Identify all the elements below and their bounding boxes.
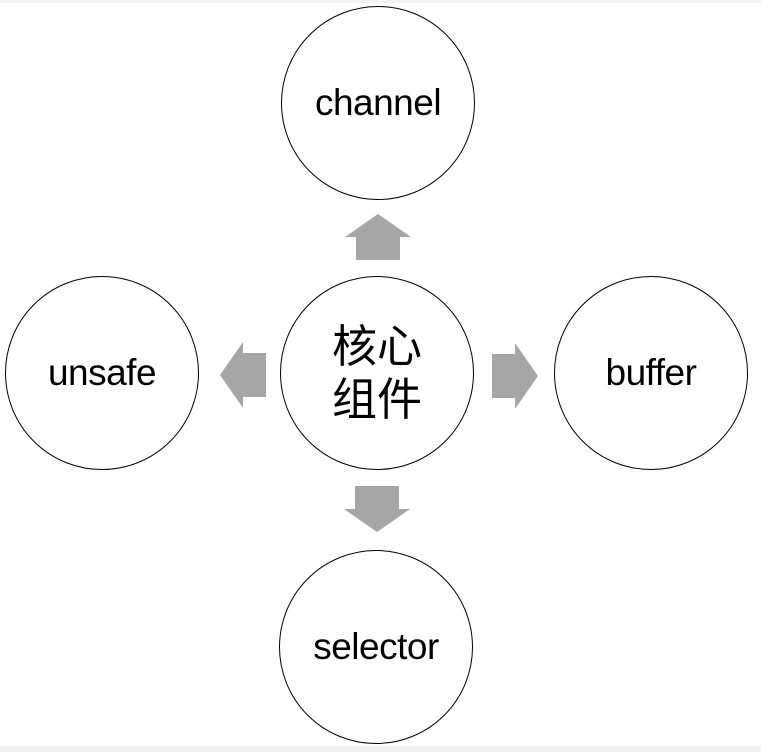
- arrow-left-icon: [220, 342, 266, 408]
- node-unsafe-label: unsafe: [47, 352, 157, 393]
- core-label-line-1: 核心: [331, 319, 422, 373]
- node-selector-label: selector: [313, 626, 439, 667]
- top-edge-strip: [0, 0, 761, 3]
- node-buffer: buffer: [554, 276, 748, 470]
- bottom-edge-strip: [0, 746, 761, 752]
- arrow-right-icon: [492, 343, 538, 409]
- node-selector: selector: [279, 550, 473, 744]
- node-unsafe: unsafe: [5, 276, 199, 470]
- node-core-components-label: 核心 组件: [332, 320, 422, 426]
- node-core-components: 核心 组件: [280, 276, 474, 470]
- core-label-line-2: 组件: [331, 373, 422, 426]
- node-channel: channel: [281, 6, 475, 200]
- node-channel-label: channel: [314, 82, 442, 123]
- arrow-down-icon: [344, 486, 410, 532]
- arrow-up-icon: [345, 214, 411, 260]
- node-buffer-label: buffer: [605, 352, 697, 393]
